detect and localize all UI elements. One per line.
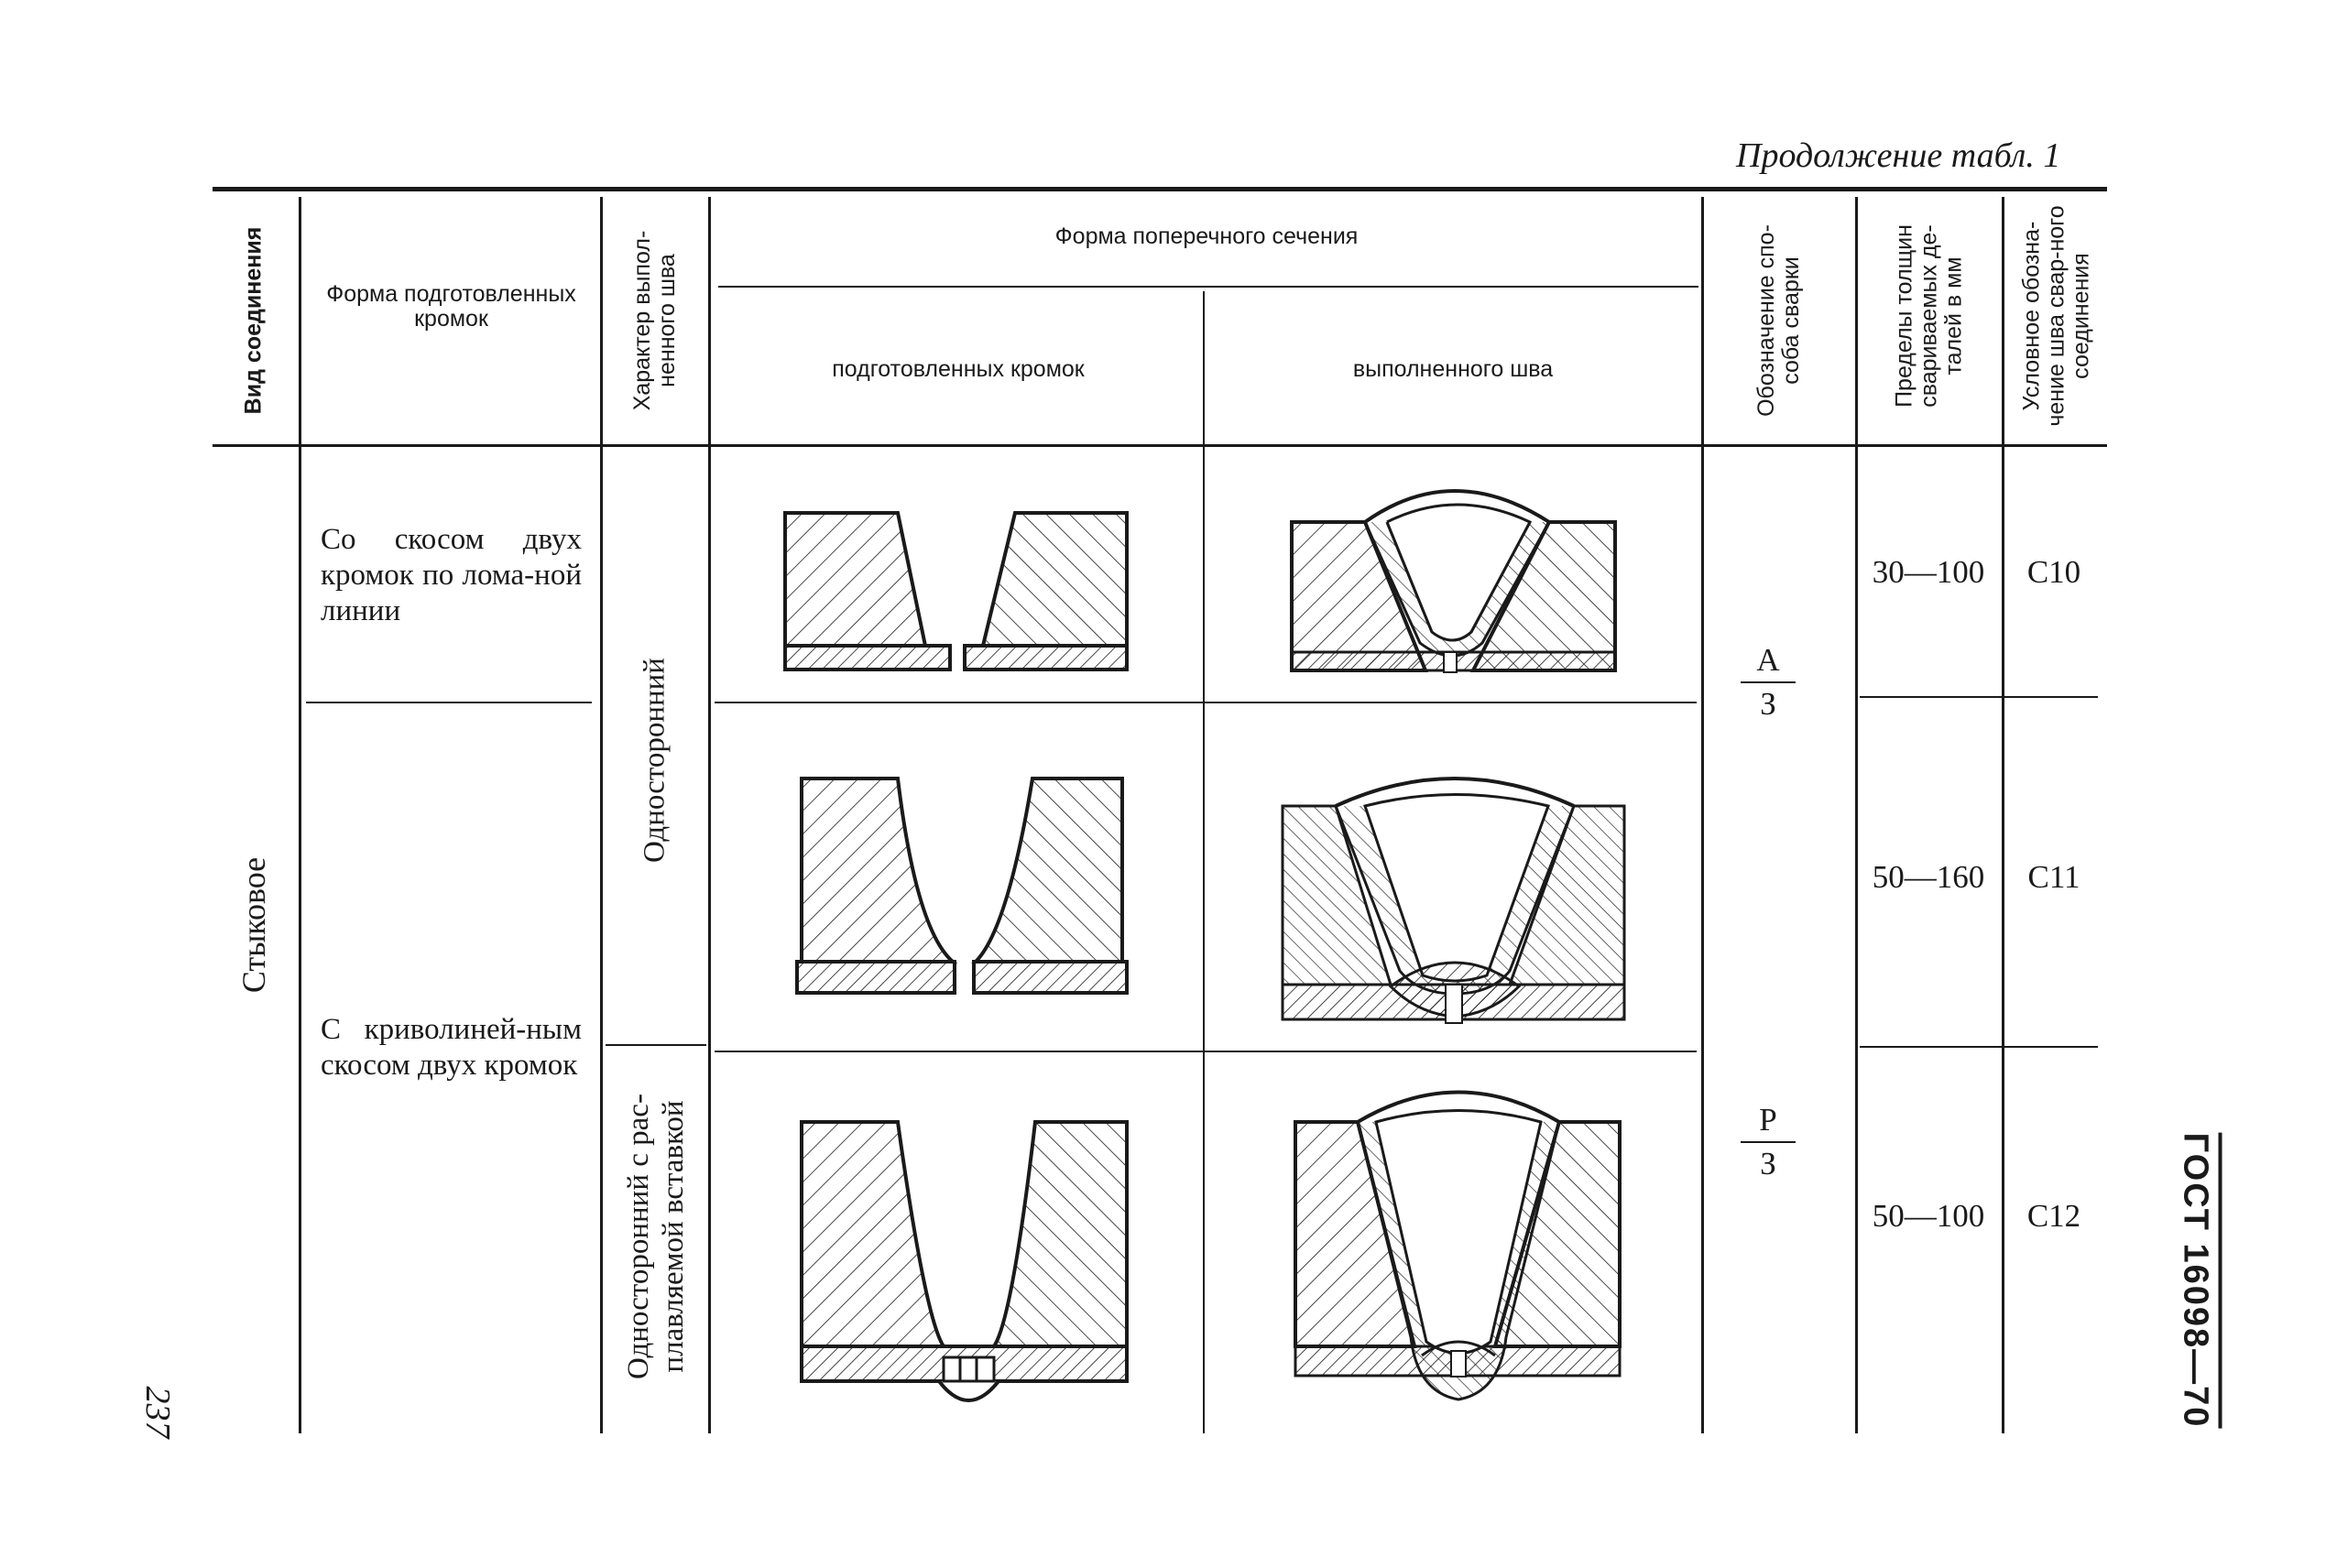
header-designation: Условное обозна-чение шва свар-ного соед…	[2018, 205, 2094, 427]
joint-type-value: Стыковое	[235, 856, 272, 994]
table-top-rule	[213, 187, 2107, 191]
method-2-den: З	[1760, 1146, 1776, 1181]
method-row-sep	[1860, 696, 2098, 698]
col-rule-6	[1855, 197, 1858, 1433]
drawing-row-sep-1	[715, 702, 1697, 703]
method-1-den: З	[1760, 686, 1776, 722]
header-thickness: Пределы толщин свариваемых де-талей в мм	[1891, 224, 1967, 408]
drawing-c10-prepared	[783, 511, 1129, 671]
continuation-caption: Продолжение табл. 1	[1736, 136, 2061, 175]
designation-row-1: C10	[2026, 554, 2081, 590]
drawing-row-sep-2	[715, 1051, 1697, 1052]
thickness-row-1: 30—100	[1872, 554, 1985, 590]
weld-character-2: Односторонний с рас-плавляемой вставкой	[622, 1094, 690, 1379]
edge-form-2: С криволиней-ным скосом двух кромок	[321, 1013, 582, 1082]
designation-row-2: C11	[2027, 859, 2080, 895]
weld-character-1: Односторонний	[638, 658, 672, 863]
weld-char-row-sep	[606, 1044, 706, 1046]
designation-row-3: C12	[2026, 1198, 2081, 1234]
standard-title: ГОСТ 16098—70	[2175, 1132, 2222, 1429]
method-1-num: А	[1741, 639, 1796, 683]
drawing-c12-prepared	[800, 1120, 1129, 1402]
col-rule-7	[2002, 197, 2004, 1433]
drawing-c10-weld	[1290, 489, 1617, 673]
col-rule-2	[600, 197, 603, 1433]
col-rule-1	[299, 197, 301, 1433]
cross-section-divider	[718, 286, 1698, 288]
header-welding-method: Обозначение спо-соба сварки	[1753, 224, 1804, 417]
method-2-num: Р	[1741, 1099, 1796, 1143]
edge-form-row-sep	[306, 702, 592, 703]
header-bottom-rule	[213, 444, 2107, 447]
header-edge-form: Форма подготовленных кромок	[326, 281, 576, 332]
header-weld-character: Характер выпол-ненного шва	[629, 230, 680, 411]
method-row-sep-2	[1860, 1046, 2098, 1048]
header-cross-section: Форма поперечного сечения	[1054, 223, 1359, 249]
drawing-c11-prepared	[795, 777, 1129, 995]
col-rule-4	[1203, 291, 1205, 1433]
header-completed-weld: выполненного шва	[1352, 356, 1554, 382]
thickness-row-3: 50—100	[1872, 1198, 1985, 1234]
header-prepared-edges: подготовленных кромок	[832, 356, 1085, 382]
drawing-c12-weld	[1294, 1090, 1622, 1401]
method-1: А З	[1741, 639, 1796, 725]
edge-form-1: Со скосом двух кромок по лома-ной линии	[321, 523, 582, 627]
col-rule-5	[1701, 197, 1704, 1433]
page-number: 237	[138, 1386, 177, 1439]
method-2: Р З	[1741, 1099, 1796, 1185]
thickness-row-2: 50—160	[1872, 859, 1985, 895]
col-rule-3	[708, 197, 711, 1433]
drawing-c11-weld	[1281, 777, 1626, 1024]
header-joint-type: Вид соединения	[240, 226, 267, 415]
